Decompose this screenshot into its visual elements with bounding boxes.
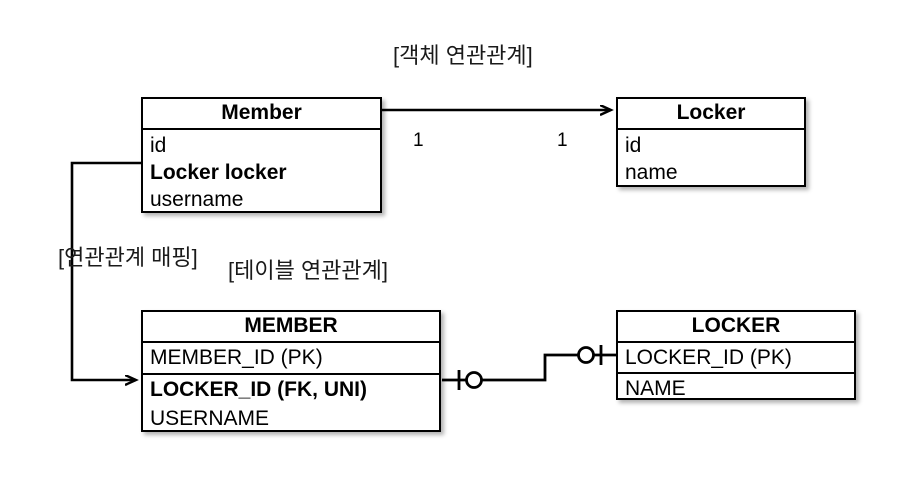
entity-title-member: Member bbox=[143, 99, 380, 130]
table-column-locker-id: LOCKER_ID (PK) bbox=[625, 346, 792, 369]
entity-title-locker: Locker bbox=[618, 99, 804, 130]
table-relationship-connector bbox=[442, 345, 616, 390]
cardinality-member-side: 1 bbox=[413, 130, 424, 151]
entity-field-member-id: id bbox=[150, 134, 167, 157]
entity-field-member-locker: Locker locker bbox=[150, 161, 287, 184]
entity-fields-locker: id name bbox=[618, 130, 804, 186]
table-box-locker[interactable]: LOCKER LOCKER_ID (PK) NAME bbox=[616, 310, 856, 400]
entity-field-member-username: username bbox=[150, 188, 244, 211]
table-column-member-username: USERNAME bbox=[150, 407, 270, 430]
table-title-locker: LOCKER bbox=[618, 312, 854, 343]
entity-box-member[interactable]: Member id Locker locker username bbox=[141, 97, 382, 213]
table-box-member[interactable]: MEMBER MEMBER_ID (PK) LOCKER_ID (FK, UNI… bbox=[141, 310, 441, 432]
table-column-locker-name: NAME bbox=[625, 377, 686, 400]
entity-fields-member: id Locker locker username bbox=[143, 130, 380, 213]
cardinality-locker-side: 1 bbox=[557, 130, 568, 151]
left-optional-circle bbox=[465, 371, 483, 389]
caption-table-relation: [테이블 연관관계] bbox=[228, 258, 389, 283]
caption-association-mapping: [연관관계 매핑] bbox=[58, 245, 198, 270]
table-title-member: MEMBER bbox=[143, 312, 439, 343]
table-section-member-cols: LOCKER_ID (FK, UNI) USERNAME bbox=[143, 375, 439, 433]
entity-field-locker-id: id bbox=[625, 134, 642, 157]
table-section-member-pk: MEMBER_ID (PK) bbox=[143, 343, 439, 375]
table-section-locker-cols: NAME bbox=[618, 374, 854, 403]
caption-object-relation: [객체 연관관계] bbox=[393, 43, 533, 68]
table-column-member-locker-id: LOCKER_ID (FK, UNI) bbox=[150, 378, 367, 401]
mapping-arrow bbox=[70, 161, 141, 380]
entity-field-locker-name: name bbox=[625, 161, 678, 184]
right-optional-circle bbox=[577, 346, 595, 364]
entity-box-locker[interactable]: Locker id name bbox=[616, 97, 806, 187]
table-column-member-id: MEMBER_ID (PK) bbox=[150, 346, 323, 369]
table-section-locker-pk: LOCKER_ID (PK) bbox=[618, 343, 854, 374]
